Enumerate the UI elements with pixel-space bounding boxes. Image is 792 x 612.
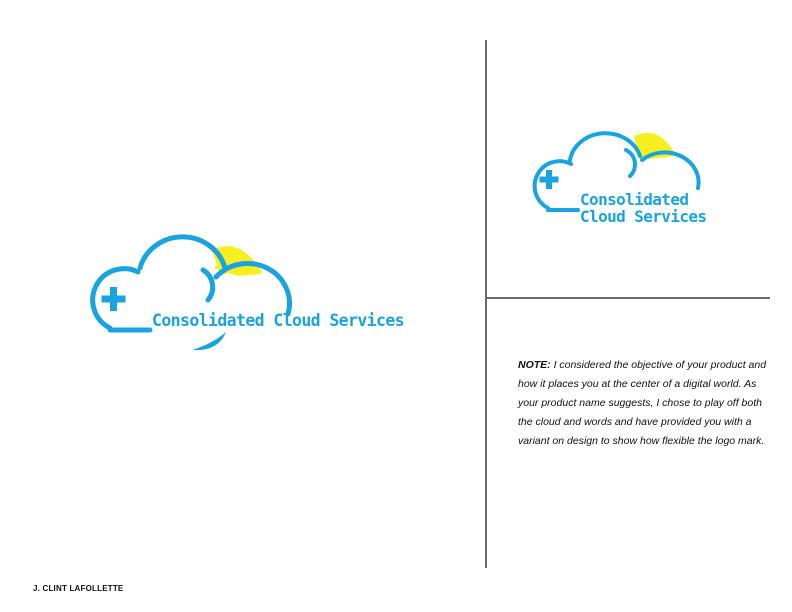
cloud-left-arc-stacked bbox=[532, 159, 573, 210]
cloud-tail-shape bbox=[192, 332, 226, 351]
logo-wordmark-line2: Cloud Services bbox=[580, 207, 707, 226]
logo-wordmark-primary: Consolidated Cloud Services bbox=[152, 311, 405, 330]
horizontal-divider bbox=[487, 297, 770, 299]
note-label: NOTE: bbox=[518, 359, 551, 371]
logo-wordmark-stacked: Consolidated Cloud Services bbox=[580, 190, 707, 226]
cloud-right-arc-stacked bbox=[640, 150, 701, 190]
plus-icon-stacked bbox=[539, 170, 559, 189]
note-body: I considered the objective of your produ… bbox=[518, 359, 767, 447]
designer-note: NOTE: I considered the objective of your… bbox=[518, 356, 768, 451]
cloud-inner-arc bbox=[200, 267, 216, 303]
cloud-left-arc bbox=[90, 266, 141, 331]
vertical-divider bbox=[485, 40, 487, 568]
cloud-top-arc bbox=[137, 234, 228, 271]
designer-credit: J. CLINT LAFOLLETTE bbox=[33, 584, 124, 593]
cloud-inner-arc-stacked bbox=[624, 148, 637, 178]
cloud-right-arc bbox=[213, 261, 292, 317]
plus-icon bbox=[101, 287, 126, 311]
logo-wordmark-line1: Consolidated bbox=[580, 190, 689, 209]
cloud-top-arc-stacked bbox=[568, 131, 642, 162]
